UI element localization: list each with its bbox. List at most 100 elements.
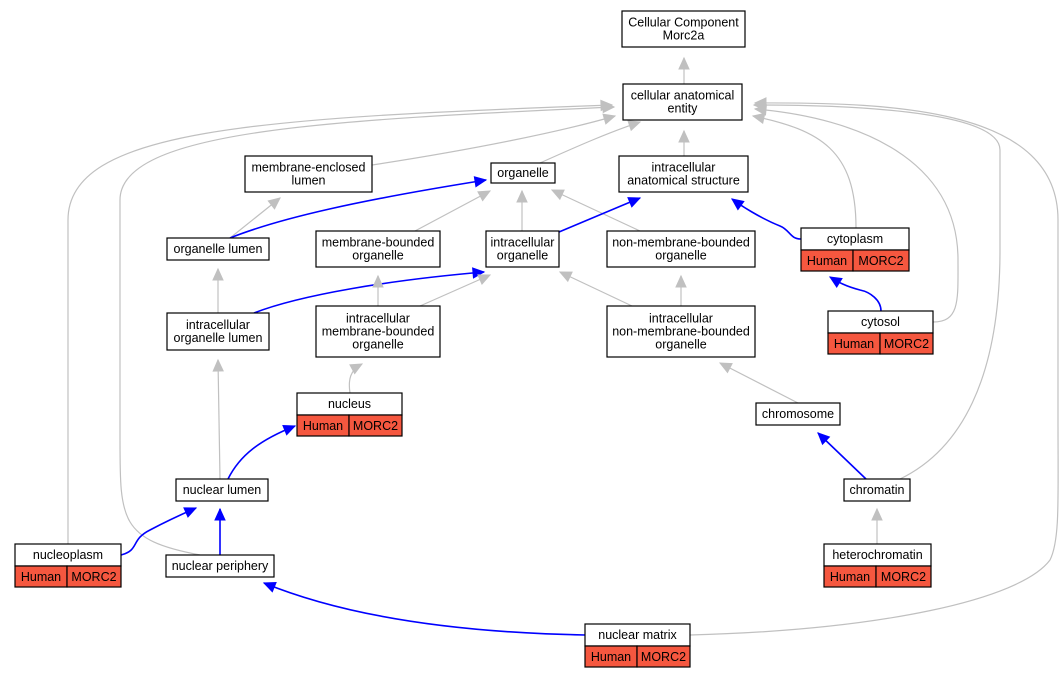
is-a-edge-line — [414, 190, 491, 232]
is-a-arrowhead — [550, 189, 565, 201]
node-label: nuclear lumen — [183, 483, 262, 497]
part-of-arrowhead — [183, 507, 198, 518]
edge-nmatrix-to-nper — [262, 581, 586, 636]
gene-cell — [879, 332, 934, 355]
species-label: Human — [303, 419, 343, 433]
is-a-arrowhead — [675, 274, 687, 288]
species-label: Human — [807, 254, 847, 268]
part-of-arrowhead — [214, 507, 226, 521]
gene-label: MORC2 — [858, 254, 903, 268]
is-a-arrowhead — [212, 267, 224, 281]
node-orglumen[interactable]: organelle lumen — [166, 237, 270, 261]
node-label: nuclear matrix — [598, 628, 677, 642]
node-label: membrane-enclosed — [252, 161, 366, 175]
part-of-edge-line — [263, 582, 586, 636]
part-of-edge-line — [120, 507, 197, 556]
node-label: organelle lumen — [174, 331, 263, 345]
node-nlumen[interactable]: nuclear lumen — [175, 478, 269, 502]
gene-label: MORC2 — [641, 650, 686, 664]
part-of-edge-line — [253, 271, 485, 314]
node-box — [606, 230, 756, 268]
node-label: non-membrane-bounded — [612, 236, 750, 250]
is-a-arrowhead — [477, 190, 492, 202]
node-chromatin[interactable]: chromatin — [843, 478, 911, 502]
node-nper[interactable]: nuclear periphery — [165, 554, 275, 578]
node-box — [165, 554, 275, 578]
is-a-edge-line — [551, 189, 641, 232]
is-a-arrowhead — [516, 189, 528, 203]
is-a-edge-line — [67, 104, 613, 544]
node-label: intracellular — [491, 236, 555, 250]
is-a-edge-line — [754, 108, 959, 323]
node-label: organelle — [352, 249, 403, 263]
node-label: intracellular — [186, 318, 250, 332]
is-a-arrowhead — [349, 363, 364, 375]
node-label: nucleus — [328, 397, 371, 411]
edge-cytosol-to-cyto — [828, 276, 882, 312]
edge-nmatrix-to-cae — [689, 97, 1059, 636]
node-label: organelle — [655, 338, 706, 352]
species-label: Human — [591, 650, 631, 664]
is-a-arrowhead — [627, 120, 642, 132]
node-box — [175, 478, 269, 502]
is-a-arrowhead — [602, 113, 617, 125]
is-a-edge-line — [559, 271, 633, 307]
edge-chromatin-to-chrom — [817, 432, 867, 480]
edge-inmbo-to-nmbo — [675, 274, 687, 306]
gene-cell — [636, 645, 691, 668]
part-of-arrowhead — [282, 424, 297, 436]
gene-cell — [852, 249, 910, 272]
node-inmbo[interactable]: intracellularnon-membrane-boundedorganel… — [606, 305, 756, 358]
edge-hetero-to-chromatin — [871, 507, 883, 544]
is-a-edge-line — [753, 104, 1001, 480]
node-box — [755, 402, 841, 426]
node-chrom[interactable]: chromosome — [755, 402, 841, 426]
node-box — [244, 155, 373, 193]
is-a-arrowhead — [602, 101, 616, 114]
edge-nmbo-to-org — [550, 189, 641, 232]
edge-nucleoplasm-to-nlumen — [120, 507, 198, 556]
part-of-arrowhead — [828, 276, 843, 288]
edge-cae-to-root — [678, 56, 690, 84]
node-box — [618, 155, 749, 193]
gene-label: MORC2 — [881, 570, 926, 584]
is-a-edge-line — [371, 115, 616, 166]
is-a-edge-line — [689, 102, 1059, 636]
edge-nlumen-to-iol — [212, 358, 224, 480]
node-org[interactable]: organelle — [490, 162, 556, 184]
part-of-edge-line — [227, 425, 296, 480]
gene-cell — [875, 565, 932, 588]
part-of-arrowhead — [262, 581, 277, 593]
node-label: organelle — [497, 249, 548, 263]
edge-iol-to-orglumen — [212, 267, 224, 313]
is-a-arrowhead — [718, 362, 733, 374]
node-label: chromatin — [850, 483, 905, 497]
is-a-edge-line — [719, 362, 799, 404]
edge-cyto-to-cae — [751, 112, 857, 229]
is-a-edge-line — [752, 115, 857, 229]
is-a-arrowhead — [477, 274, 492, 285]
is-a-arrowhead — [751, 112, 766, 125]
node-label: membrane-bounded — [322, 236, 435, 250]
gene-cell — [66, 565, 122, 588]
node-box — [606, 305, 756, 358]
part-of-edge-line — [731, 198, 802, 240]
part-of-edge-line — [558, 197, 641, 233]
node-label: non-membrane-bounded — [612, 325, 750, 339]
